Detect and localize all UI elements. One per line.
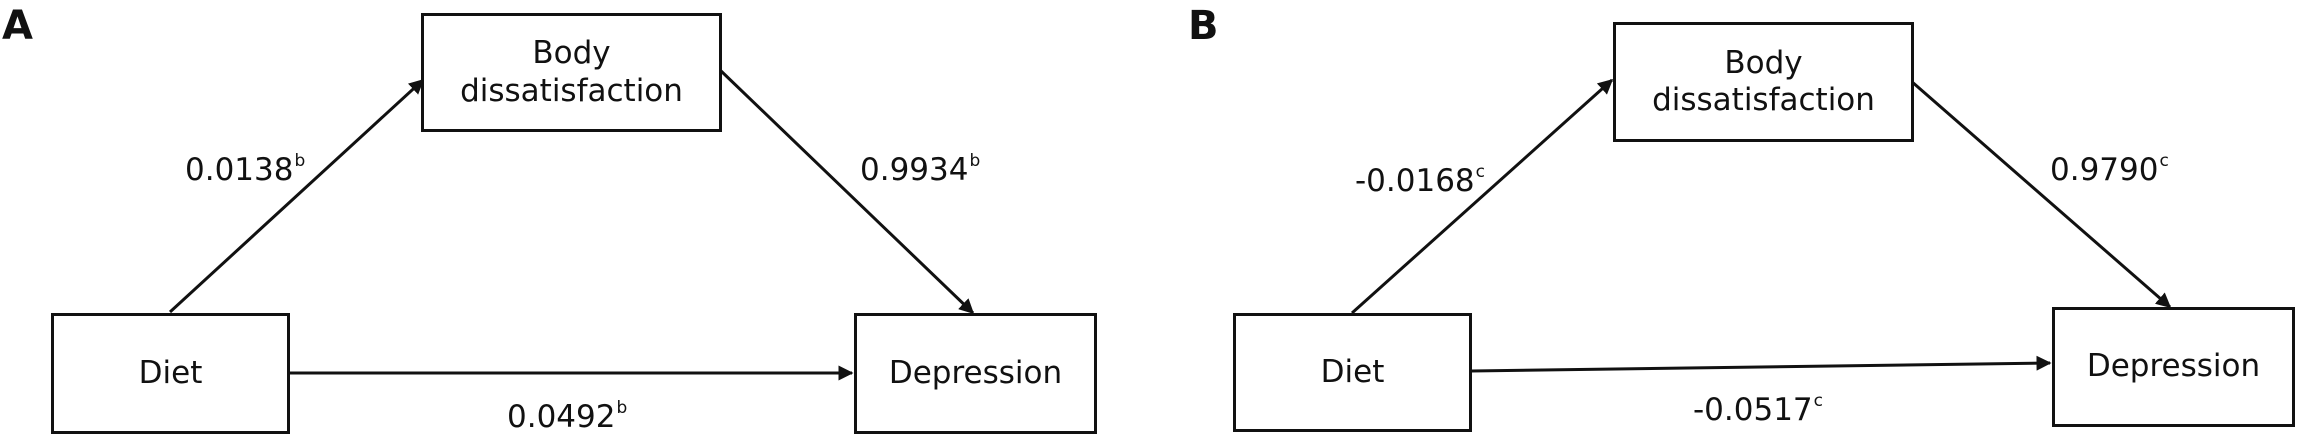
- panel-label: A: [2, 3, 33, 49]
- mediation-diagram-a: A Body dissatisfaction Diet Depression 0…: [0, 0, 1150, 439]
- mediator-label: Body dissatisfaction: [1652, 44, 1875, 118]
- mediator-label: Body dissatisfaction: [460, 35, 683, 109]
- path-b-coefficient: 0.9934b: [860, 151, 981, 188]
- path-a-coefficient: 0.0138b: [185, 151, 306, 188]
- path-c-coefficient: -0.0517c: [1693, 391, 1824, 428]
- path-a-arrow: [1350, 78, 1614, 315]
- predictor-box: Diet: [1233, 313, 1472, 432]
- path-a-coefficient: -0.0168c: [1355, 162, 1486, 199]
- outcome-label: Depression: [2086, 348, 2261, 385]
- outcome-label: Depression: [888, 354, 1063, 391]
- path-c-arrow: [1470, 355, 2052, 373]
- path-a-arrow: [168, 78, 425, 314]
- predictor-label: Diet: [138, 354, 203, 391]
- mediator-box: Body dissatisfaction: [1613, 22, 1914, 142]
- arrows: [1350, 78, 2172, 373]
- mediation-diagram-b: B Body dissatisfaction Diet Depression -…: [1180, 0, 2301, 439]
- mediator-box: Body dissatisfaction: [421, 13, 722, 132]
- predictor-box: Diet: [51, 313, 290, 434]
- arrows: [168, 68, 975, 381]
- predictor-label: Diet: [1320, 353, 1385, 390]
- path-b-coefficient: 0.9790c: [2050, 151, 2169, 188]
- outcome-box: Depression: [2052, 307, 2295, 427]
- path-b-arrow: [718, 68, 975, 315]
- path-c-coefficient: 0.0492b: [507, 398, 628, 435]
- panel-label: B: [1188, 3, 1219, 49]
- outcome-box: Depression: [854, 313, 1097, 434]
- path-b-arrow: [1910, 79, 2172, 309]
